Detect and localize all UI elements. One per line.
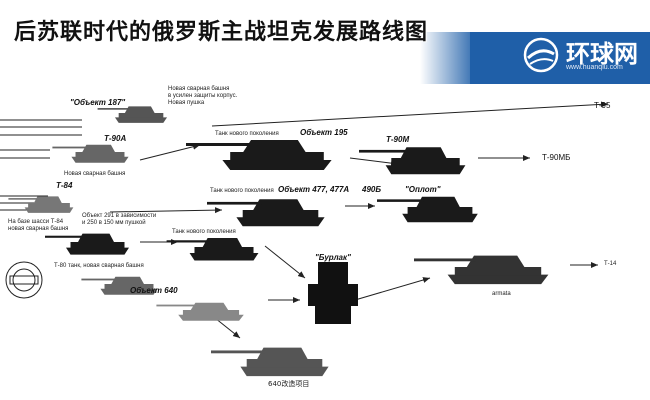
tank-t90a [52,144,129,163]
label-t95: Т-95 [594,101,611,110]
label-object-640: Объект 640 [130,286,178,295]
label-490b: 490Б [362,185,382,194]
label-oplot: "Оплот" [405,185,441,194]
tank-640-upgrade [211,347,329,377]
note-object-187-2: в усилен защиты корпус. [168,93,238,99]
label-new-generation-3: Танк нового поколения [172,229,236,235]
label-640-upgrade: 640改造项目 [268,380,310,388]
label-t84: Т-84 [56,181,73,190]
note-t90a: Новая сварная башня [64,171,126,177]
label-t90a: Т-90А [104,134,127,143]
label-t90m: Т-90М [386,135,410,144]
label-new-generation-2: Танк нового поколения [210,188,274,194]
tank-object-187 [97,106,168,123]
note-t84-1: На базе шасси Т-84 [8,219,64,225]
tank-object-640 [156,302,244,321]
tank-object-195 [186,140,332,170]
note-object-291-2: и 250 в 150 мм пушкой [82,220,146,226]
tank-armata [414,255,549,285]
tank-object-477 [207,199,325,227]
header-banner [470,32,650,84]
turret-front-view [5,261,43,299]
label-new-generation-1: Танк нового поколения [215,131,279,137]
label-object-477: Объект 477, 477А [278,185,350,194]
tank-new-generation [166,238,259,261]
label-t14: Т-14 [604,261,617,267]
note-t84-2: новая сварная башня [8,226,69,232]
note-object-291-1: Объект 291 в зависимости [82,213,157,219]
note-object-187-3: Новая пушка [168,100,205,106]
label-t90ms: Т-90МБ [542,153,571,162]
label-object-195: Объект 195 [300,128,348,137]
turret-burlak [308,262,358,324]
note-object-187-1: Новая сварная башня [168,86,230,92]
label-burlak: "Бурлак" [315,253,351,262]
tank-object-291 [45,233,129,255]
label-object-187: "Объект 187" [70,98,126,107]
page-title: 后苏联时代的俄罗斯主战坦克发展路线图 [14,20,429,45]
label-armata: armata [492,291,511,297]
note-t80: Т-80 танк, новая сварная башня [54,263,144,269]
tank-oplot [377,196,478,223]
globe-icon [523,37,559,73]
site-logo-url: www.huanqiu.com [566,64,623,71]
site-logo-text: 环球网 [566,40,638,68]
